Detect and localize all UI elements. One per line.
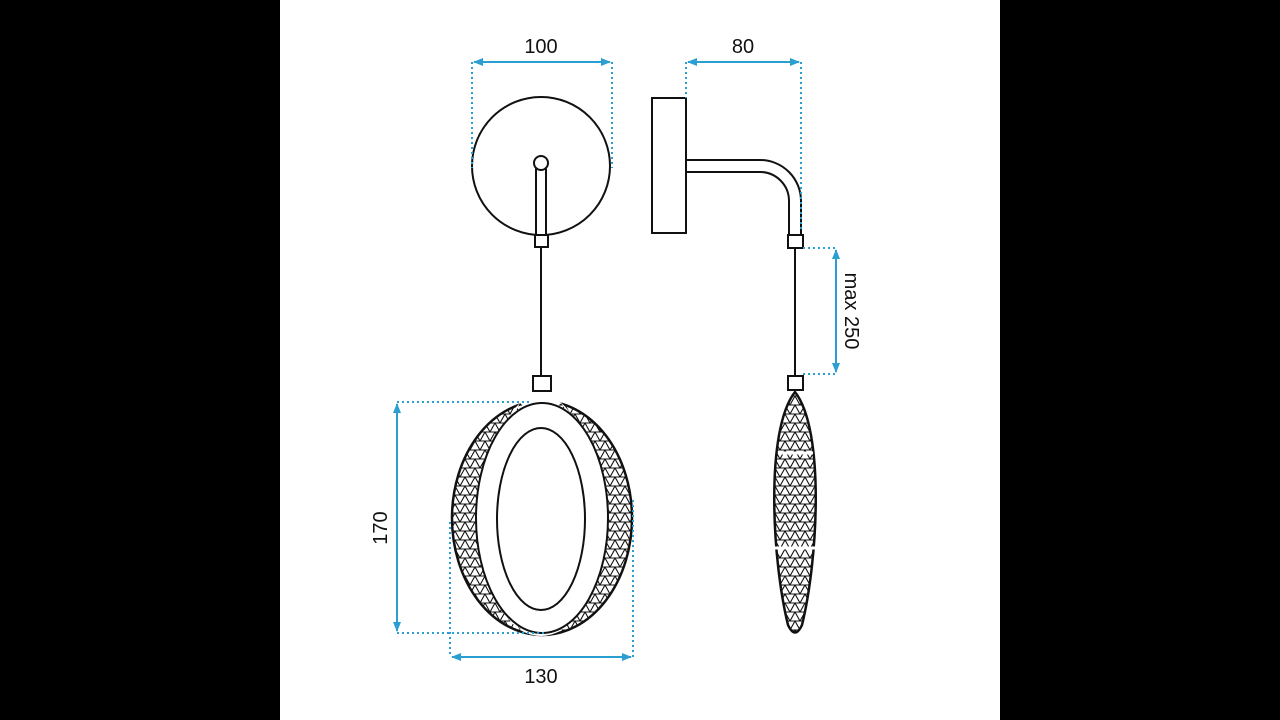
side-pendant-connector bbox=[787, 375, 804, 391]
side-pendant-crystal bbox=[773, 389, 817, 634]
side-arm bbox=[686, 159, 802, 235]
side-top-connector bbox=[787, 234, 804, 249]
hook-arm bbox=[535, 164, 547, 235]
front-view bbox=[450, 96, 634, 637]
label-front-width: 100 bbox=[524, 36, 557, 58]
label-pendant-width: 130 bbox=[524, 666, 557, 688]
pendant-connector bbox=[532, 375, 552, 392]
label-side-depth: 80 bbox=[732, 36, 754, 58]
label-pendant-height: 170 bbox=[370, 511, 392, 544]
side-view bbox=[651, 97, 817, 634]
top-connector bbox=[534, 234, 549, 248]
hook-loop bbox=[533, 155, 549, 171]
pendant-inner-ring bbox=[496, 427, 586, 611]
label-cable-length: max 250 bbox=[840, 273, 862, 350]
wall-plate-side bbox=[651, 97, 687, 234]
dimension-lines bbox=[393, 58, 840, 661]
